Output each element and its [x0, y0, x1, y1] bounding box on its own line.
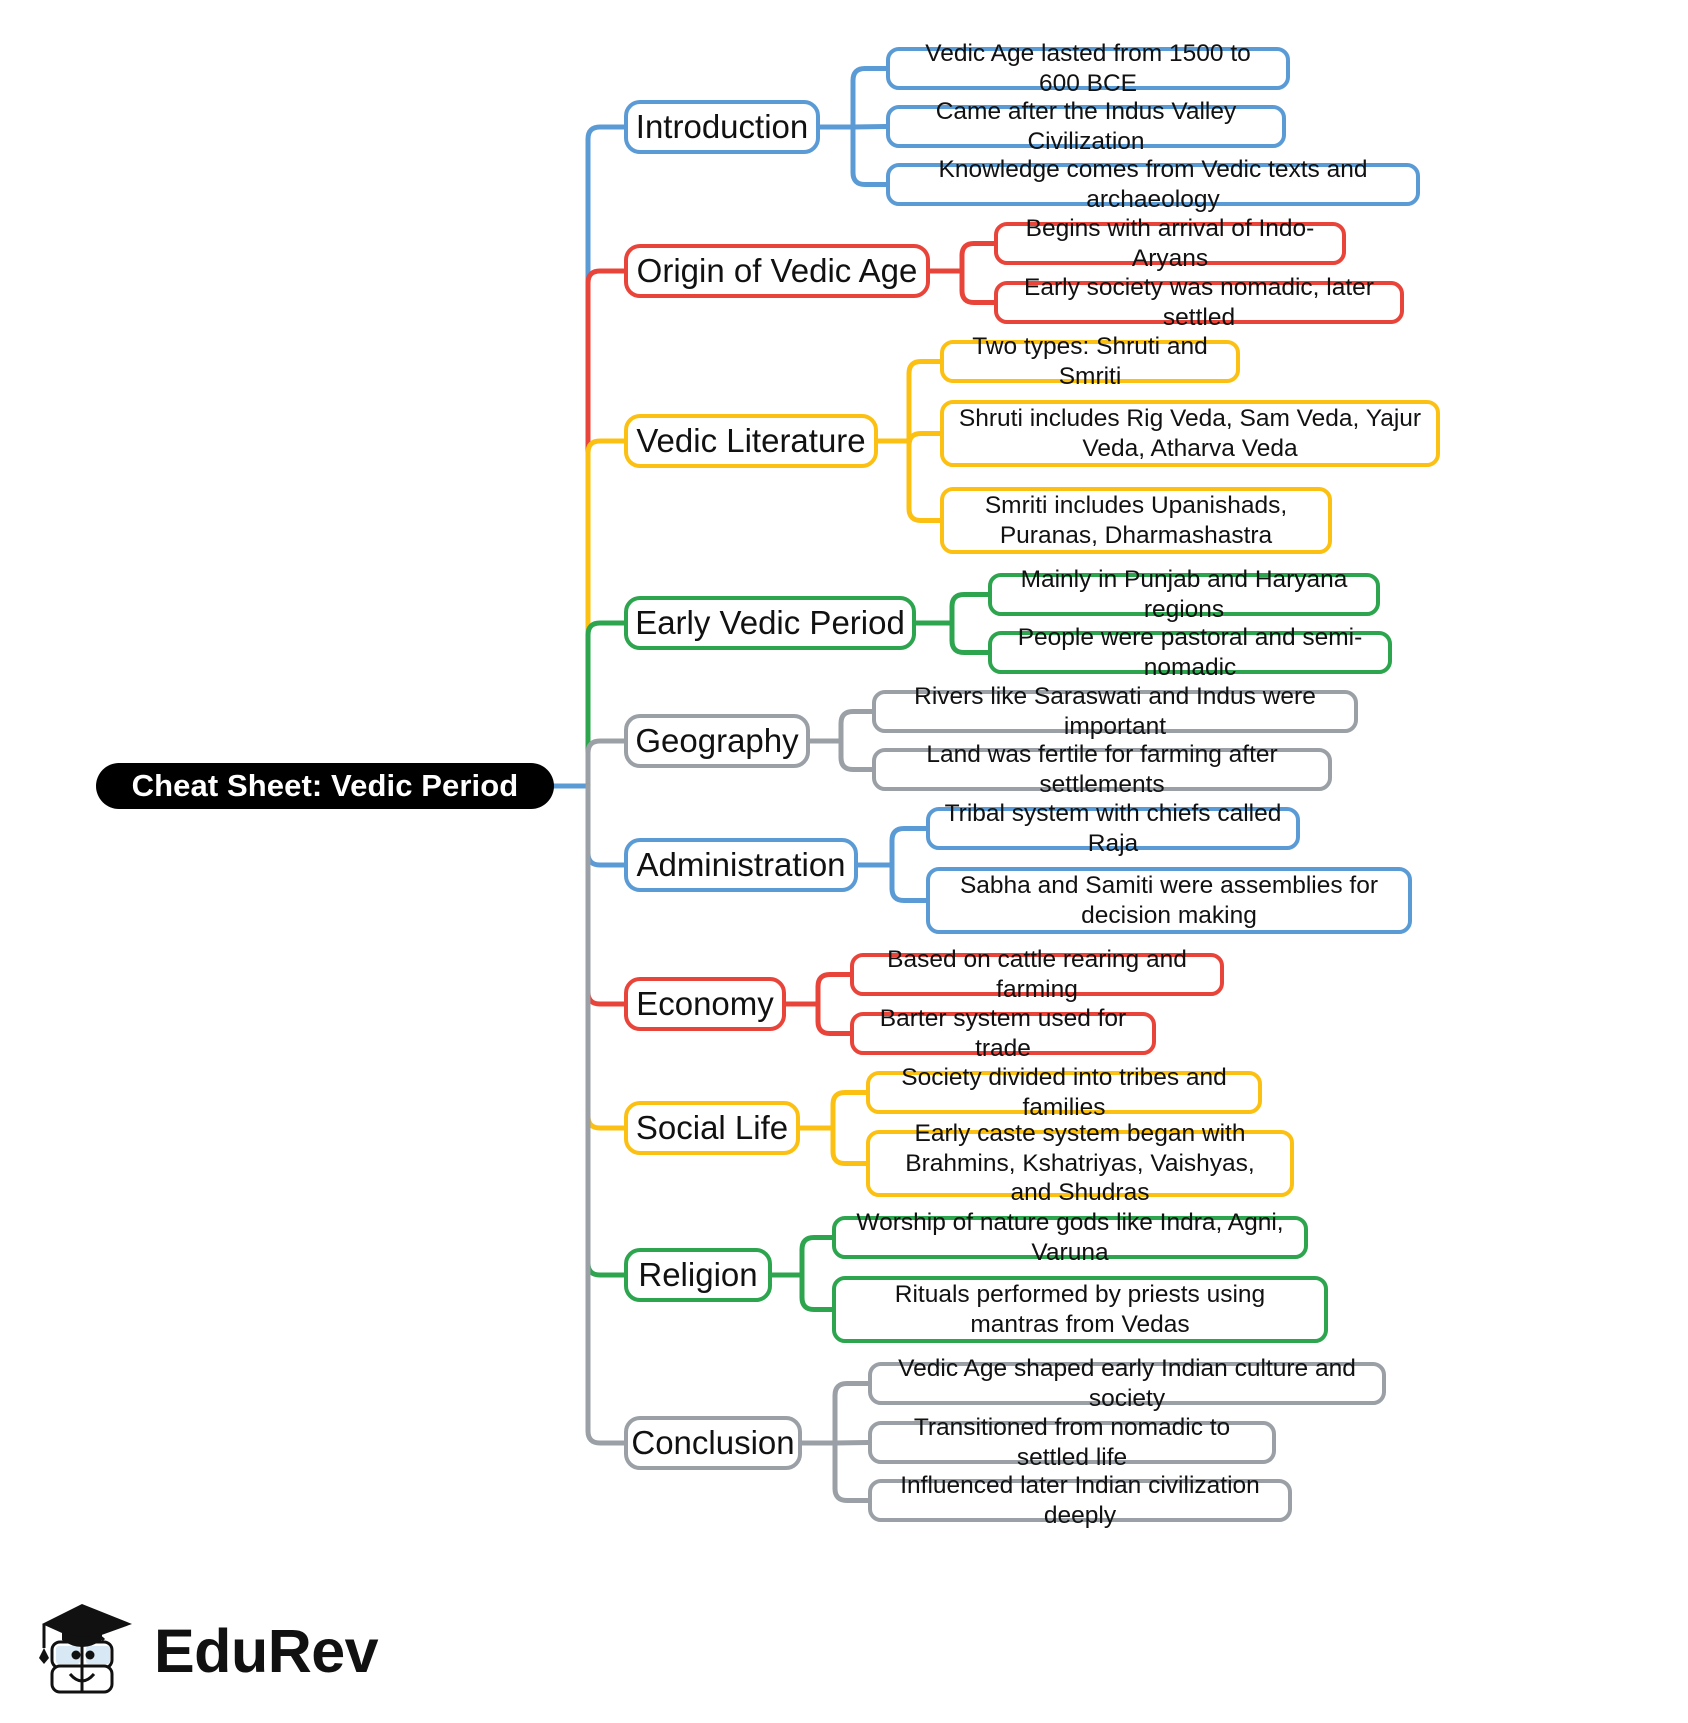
topic-node-introduction[interactable]: Introduction [624, 100, 820, 154]
leaf-node[interactable]: Barter system used for trade [850, 1005, 1156, 1062]
leaf-node[interactable]: Land was fertile for farming after settl… [872, 741, 1332, 798]
leaf-label: Smriti includes Upanishads, Puranas, Dha… [984, 491, 1288, 549]
leaf-label: Sabha and Samiti were assemblies for dec… [959, 871, 1379, 929]
leaf-node[interactable]: Vedic Age shaped early Indian culture an… [868, 1355, 1386, 1412]
root-node[interactable]: Cheat Sheet: Vedic Period [96, 763, 554, 809]
leaf-label: Came after the Indus Valley Civilization [935, 97, 1237, 155]
leaf-label: Early society was nomadic, later settled [1024, 273, 1374, 331]
leaf-label: Rivers like Saraswati and Indus were imp… [914, 682, 1316, 740]
leaf-node[interactable]: Knowledge comes from Vedic texts and arc… [886, 156, 1420, 213]
leaf-label: Early caste system began with Brahmins, … [905, 1119, 1255, 1207]
leaf-node[interactable]: People were pastoral and semi-nomadic [988, 624, 1392, 681]
leaf-label: Barter system used for trade [879, 1004, 1127, 1062]
leaf-node[interactable]: Came after the Indus Valley Civilization [886, 98, 1286, 155]
topic-node-early-vedic-period[interactable]: Early Vedic Period [624, 596, 916, 650]
leaf-node[interactable]: Transitioned from nomadic to settled lif… [868, 1414, 1276, 1471]
topic-node-religion[interactable]: Religion [624, 1248, 772, 1302]
leaf-label: Transitioned from nomadic to settled lif… [913, 1413, 1231, 1471]
leaf-node[interactable]: Rivers like Saraswati and Indus were imp… [872, 683, 1358, 740]
edurev-logo: EduRev [34, 1592, 379, 1710]
leaf-label: People were pastoral and semi-nomadic [1017, 623, 1363, 681]
topic-node-geography[interactable]: Geography [624, 714, 810, 768]
leaf-label: Based on cattle rearing and farming [887, 945, 1187, 1003]
leaf-label: Knowledge comes from Vedic texts and arc… [938, 155, 1368, 213]
topic-node-administration[interactable]: Administration [624, 838, 858, 892]
topic-node-vedic-literature[interactable]: Vedic Literature [624, 414, 878, 468]
leaf-label: Vedic Age shaped early Indian culture an… [898, 1354, 1356, 1412]
topic-label: Origin of Vedic Age [636, 251, 918, 289]
leaf-node[interactable]: Begins with arrival of Indo-Aryans [994, 215, 1346, 272]
leaf-label: Shruti includes Rig Veda, Sam Veda, Yaju… [958, 404, 1422, 462]
leaf-node[interactable]: Smriti includes Upanishads, Puranas, Dha… [940, 487, 1332, 554]
leaf-label: Begins with arrival of Indo-Aryans [1025, 214, 1315, 272]
leaf-node[interactable]: Shruti includes Rig Veda, Sam Veda, Yaju… [940, 400, 1440, 467]
leaf-label: Society divided into tribes and families [901, 1063, 1227, 1121]
topic-label: Early Vedic Period [635, 603, 905, 641]
leaf-label: Land was fertile for farming after settl… [926, 740, 1278, 798]
leaf-label: Influenced later Indian civilization dee… [900, 1471, 1260, 1529]
topic-node-social-life[interactable]: Social Life [624, 1101, 800, 1155]
topic-label: Introduction [635, 107, 809, 145]
leaf-node[interactable]: Based on cattle rearing and farming [850, 946, 1224, 1003]
topic-node-origin-of-vedic-age[interactable]: Origin of Vedic Age [624, 244, 930, 298]
leaf-node[interactable]: Mainly in Punjab and Haryana regions [988, 566, 1380, 623]
leaf-node[interactable]: Rituals performed by priests using mantr… [832, 1276, 1328, 1343]
leaf-node[interactable]: Early caste system began with Brahmins, … [866, 1120, 1294, 1206]
leaf-node[interactable]: Early society was nomadic, later settled [994, 274, 1404, 331]
leaf-label: Tribal system with chiefs called Raja [944, 799, 1282, 857]
topic-label: Religion [638, 1255, 758, 1293]
leaf-node[interactable]: Tribal system with chiefs called Raja [926, 800, 1300, 857]
leaf-label: Vedic Age lasted from 1500 to 600 BCE [925, 39, 1251, 97]
topic-label: Social Life [635, 1108, 789, 1146]
leaf-node[interactable]: Sabha and Samiti were assemblies for dec… [926, 867, 1412, 934]
leaf-label: Mainly in Punjab and Haryana regions [1020, 565, 1348, 623]
leaf-node[interactable]: Worship of nature gods like Indra, Agni,… [832, 1209, 1308, 1266]
graduation-cap-book-icon [34, 1596, 142, 1706]
topic-label: Conclusion [631, 1423, 795, 1461]
leaf-label: Rituals performed by priests using mantr… [894, 1280, 1266, 1338]
topic-label: Economy [636, 984, 774, 1022]
topic-node-conclusion[interactable]: Conclusion [624, 1416, 802, 1470]
leaf-node[interactable]: Influenced later Indian civilization dee… [868, 1472, 1292, 1529]
topic-label: Vedic Literature [636, 421, 866, 459]
leaf-node[interactable]: Society divided into tribes and families [866, 1064, 1262, 1121]
topic-label: Geography [635, 721, 799, 759]
leaf-node[interactable]: Vedic Age lasted from 1500 to 600 BCE [886, 40, 1290, 97]
leaf-label: Two types: Shruti and Smriti [972, 332, 1208, 390]
topic-label: Administration [636, 845, 846, 883]
leaf-label: Worship of nature gods like Indra, Agni,… [856, 1208, 1284, 1266]
edurev-wordmark: EduRev [154, 1616, 379, 1685]
topic-node-economy[interactable]: Economy [624, 977, 786, 1031]
leaf-node[interactable]: Two types: Shruti and Smriti [940, 333, 1240, 390]
